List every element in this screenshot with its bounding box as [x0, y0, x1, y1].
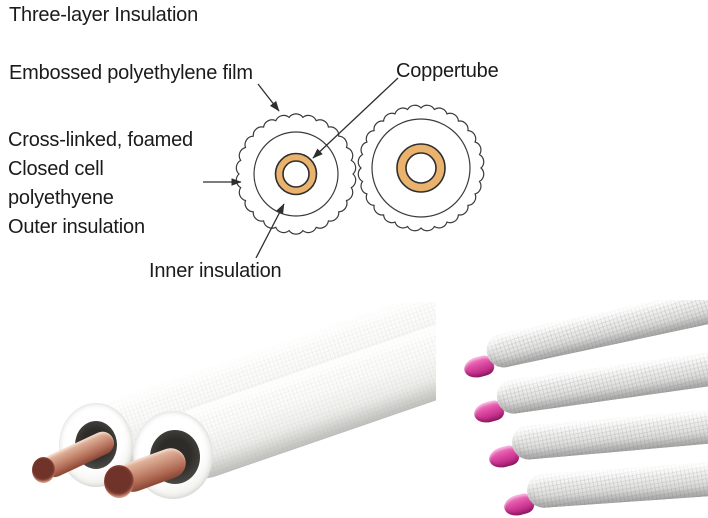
label-outer-line-3: polyethyene	[8, 187, 114, 209]
label-coppertube: Coppertube	[396, 60, 499, 82]
label-outer-line-2: Closed cell	[8, 158, 104, 180]
label-outer-line-1: Cross-linked, foamed	[8, 129, 193, 151]
arrow-embossed-film	[257, 83, 280, 112]
label-outer-insulation: Cross-linked, foamed Closed cell polyeth…	[8, 126, 193, 242]
front-copper-tube-opening	[104, 465, 134, 498]
arrow-inner-insulation	[255, 203, 285, 259]
insulation-cross-section-diagram	[203, 77, 485, 259]
insulation-tube	[510, 402, 708, 461]
rear-copper-tube-opening	[32, 457, 55, 483]
photo-capped-insulation-tubes	[448, 300, 708, 518]
insulation-tube	[525, 455, 708, 509]
left-section-copper-bore	[282, 160, 310, 188]
label-inner-insulation: Inner insulation	[149, 260, 282, 282]
arrow-coppertube	[312, 77, 399, 159]
photo-insulated-pipe-pair	[10, 302, 436, 518]
label-embossed-film: Embossed polyethylene film	[9, 62, 253, 84]
page-title: Three-layer Insulation	[9, 4, 199, 26]
right-section-copper-bore	[405, 152, 437, 184]
label-outer-line-4: Outer insulation	[8, 216, 145, 238]
